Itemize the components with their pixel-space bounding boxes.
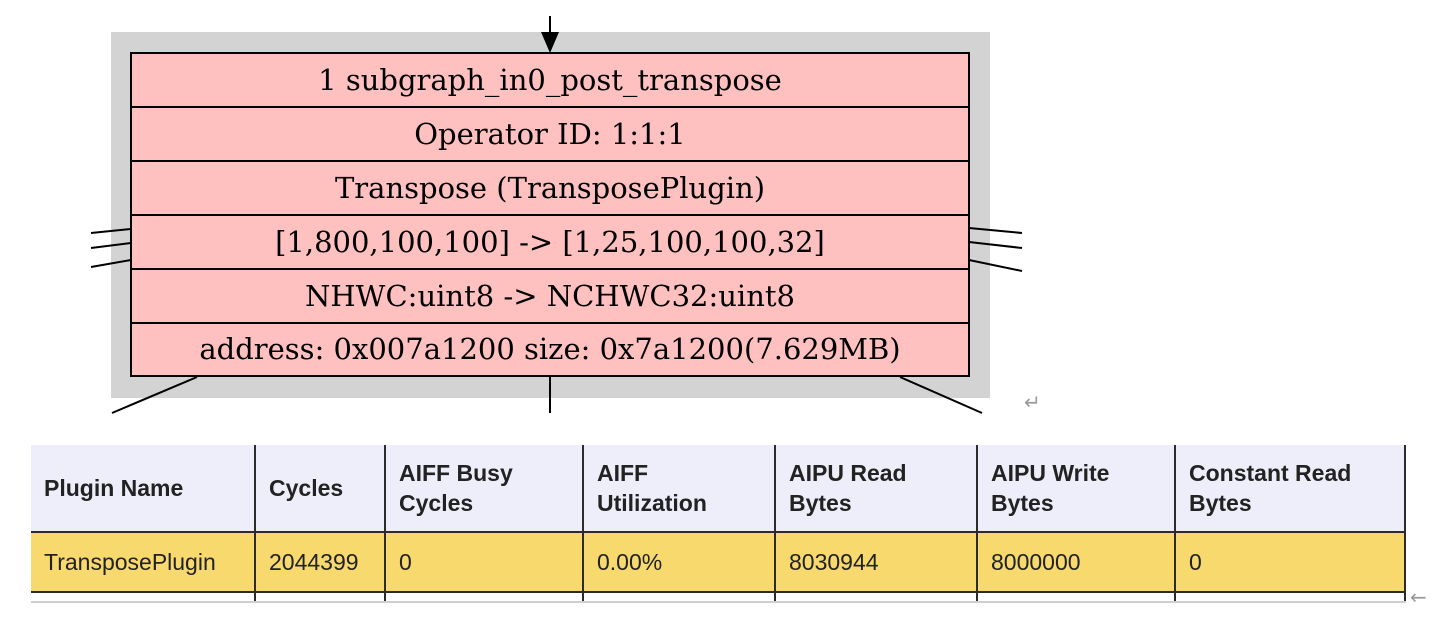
cell-cycles: 2044399 (254, 532, 386, 593)
header-aiff-busy-cycles: AIFF Busy Cycles (384, 445, 584, 533)
node-address: address: 0x007a1200 size: 0x7a1200(7.629… (199, 332, 900, 366)
incoming-edge-arrowhead (541, 32, 559, 53)
header-aipu-write-bytes: AIPU Write Bytes (976, 445, 1176, 533)
profile-stats-table: Plugin Name Cycles AIFF Busy Cycles AIFF… (31, 445, 1406, 603)
node-dividers (131, 106, 969, 324)
node-shape: [1,800,100,100] -> [1,25,100,100,32] (275, 225, 825, 259)
operator-node[interactable]: 1 subgraph_in0_post_transpose Operator I… (130, 52, 970, 377)
header-cycles: Cycles (254, 445, 386, 533)
left-edges (90, 228, 132, 268)
outgoing-edges (111, 376, 983, 414)
right-edges (968, 227, 1023, 272)
cell-aiff-utilization: 0.00% (582, 532, 776, 593)
header-plugin-name: Plugin Name (31, 445, 256, 533)
node-name: 1 subgraph_in0_post_transpose (318, 63, 782, 98)
node-layout: NHWC:uint8 -> NCHWC32:uint8 (305, 279, 795, 313)
header-constant-read-bytes: Constant Read Bytes (1174, 445, 1406, 533)
cell-plugin-name: TransposePlugin (31, 532, 256, 593)
scroll-left-icon[interactable]: ← (1410, 585, 1427, 609)
header-aipu-read-bytes: AIPU Read Bytes (774, 445, 978, 533)
graph-view: 1 subgraph_in0_post_transpose Operator I… (90, 16, 1023, 414)
header-aiff-utilization: AIFF Utilization (582, 445, 776, 533)
table-row-partial (31, 592, 1406, 603)
cell-aiff-busy-cycles: 0 (384, 532, 584, 593)
paragraph-return-icon: ↵ (1024, 390, 1041, 414)
cell-constant-read-bytes: 0 (1174, 532, 1406, 593)
table-row: TransposePlugin 2044399 0 0.00% 8030944 … (31, 532, 1406, 593)
table-header-row: Plugin Name Cycles AIFF Busy Cycles AIFF… (31, 445, 1406, 533)
node-operator-id: Operator ID: 1:1:1 (414, 117, 685, 151)
node-operator-type: Transpose (TransposePlugin) (335, 171, 765, 205)
cell-aipu-read-bytes: 8030944 (774, 532, 978, 593)
cell-aipu-write-bytes: 8000000 (976, 532, 1176, 593)
